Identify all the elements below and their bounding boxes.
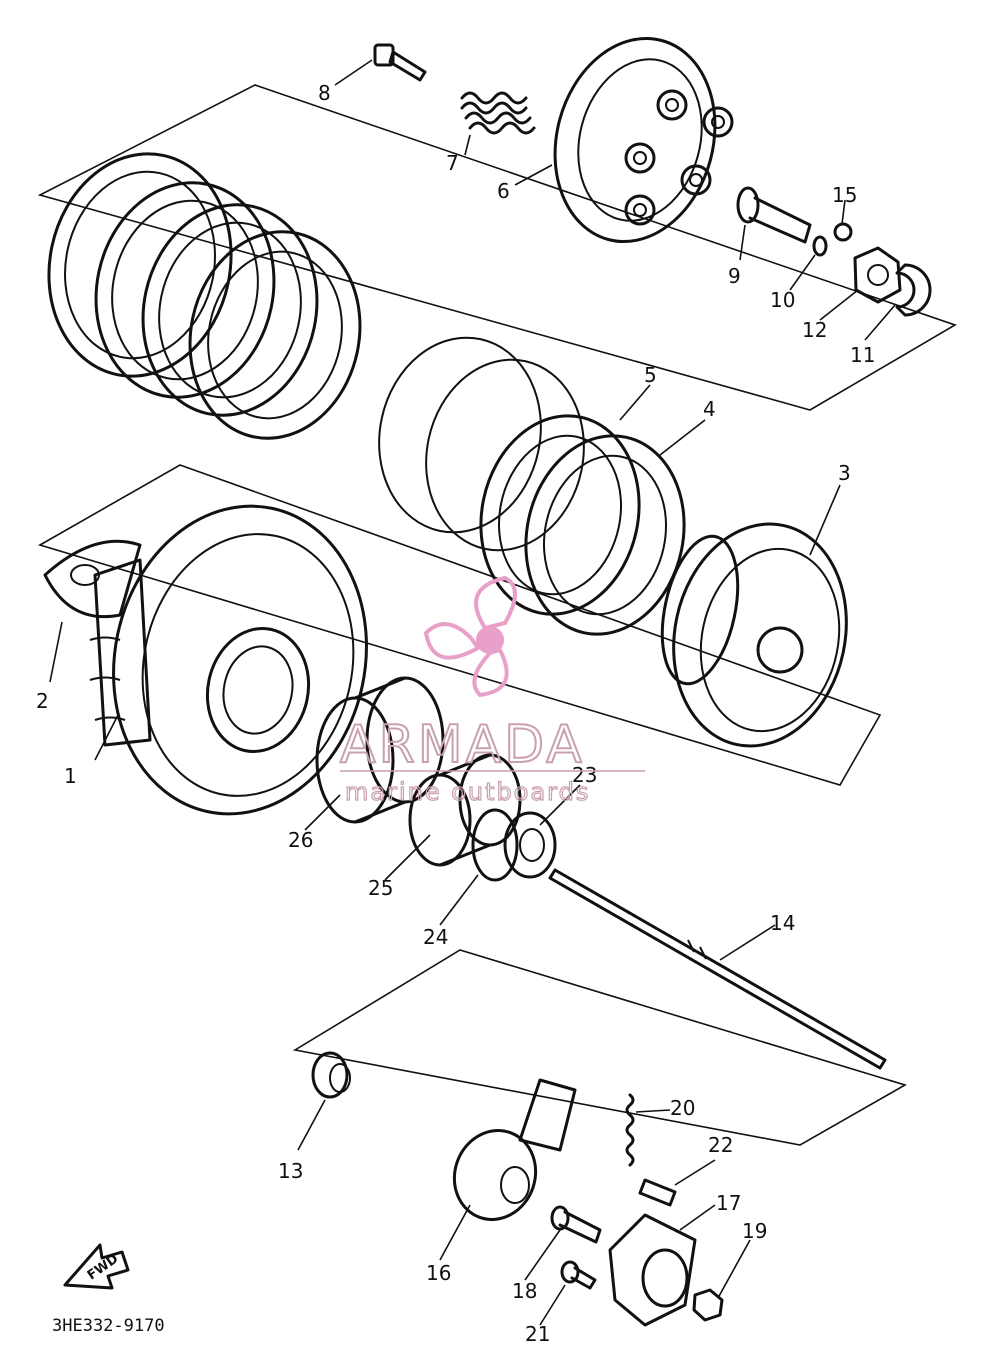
spring-7 [460,91,536,135]
fwd-arrow-icon: FWD [63,1243,130,1290]
callout-21: 21 [525,1322,550,1346]
callout-9: 9 [728,264,741,288]
callout-25: 25 [368,876,393,900]
clutch-boss-3 [660,522,848,748]
bearing-26 [315,676,445,824]
adjust-screw-18 [550,1205,602,1244]
callout-19: 19 [742,1219,767,1243]
callout-5: 5 [644,363,657,387]
pressure-plate-assembly [553,36,734,244]
watermark-brand: ARMADA [340,715,585,775]
leader-lines [49,59,896,1326]
propeller-logo-icon [423,575,517,698]
lower-group-box [292,949,908,1146]
clutch-plate-stack-middle [378,336,686,636]
callout-2: 2 [36,689,49,713]
bolt-8 [373,43,427,82]
armada-watermark: ARMADA marine outboards [339,575,645,807]
callout-20: 20 [670,1096,695,1120]
callout-4: 4 [703,397,716,421]
oil-seal-13 [311,1051,351,1099]
pin-22 [638,1178,677,1207]
callout-15: 15 [832,183,857,207]
cover-17 [608,1213,697,1327]
clutch-housing-1 [89,504,368,816]
push-lever-16 [452,1078,577,1221]
nut-19 [692,1288,724,1322]
callout-8: 8 [318,81,331,105]
callout-12: 12 [802,318,827,342]
callout-26: 26 [288,828,313,852]
thrust-washer-2 [43,539,142,619]
push-rod-9 [736,186,812,244]
callout-22: 22 [708,1133,733,1157]
callout-16: 16 [426,1261,451,1285]
callout-17: 17 [716,1191,741,1215]
top-group-box [37,84,957,411]
callout-7: 7 [446,151,459,175]
watermark-tagline: marine outboards [345,778,590,806]
clutch-plate-stack-top [47,152,362,440]
callout-labels: 1 2 3 4 5 6 7 8 9 10 11 12 13 14 15 16 1… [36,81,875,1346]
callout-1: 1 [64,764,77,788]
middle-group-box [37,464,882,786]
bush-24 [471,808,519,882]
washer-23 [503,811,557,879]
diagram-code: 3HE332-9170 [52,1316,165,1336]
group-boxes [37,84,957,1146]
callout-24: 24 [423,925,448,949]
callout-23: 23 [572,763,597,787]
nut-12 [853,246,902,304]
callout-13: 13 [278,1159,303,1183]
callout-3: 3 [838,461,851,485]
callout-14: 14 [770,911,795,935]
screw-21 [560,1260,597,1290]
callout-18: 18 [512,1279,537,1303]
ball-15 [833,222,853,242]
callout-10: 10 [770,288,795,312]
spring-20 [625,1093,635,1167]
lock-washer-11 [895,263,932,317]
push-rod-14 [548,868,887,1070]
callout-6: 6 [497,179,510,203]
o-ring-10 [812,235,828,257]
callout-11: 11 [850,343,875,367]
